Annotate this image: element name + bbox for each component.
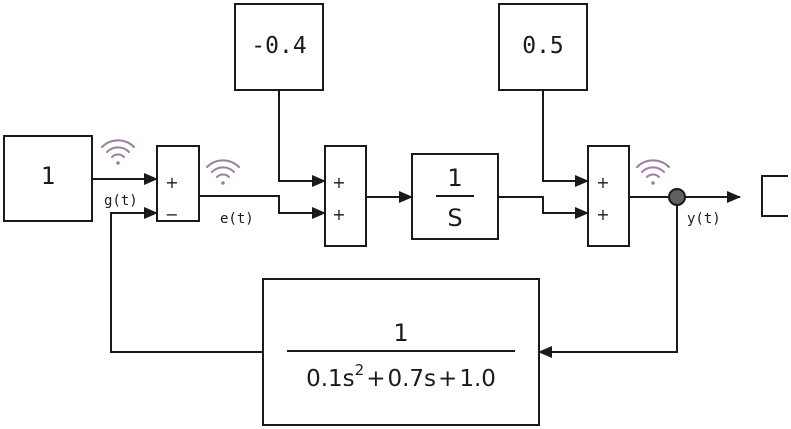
- feedback-transfer-block: 1 0.1s2+0.7s+1.0: [262, 278, 540, 426]
- signal-label-e: e(t): [220, 211, 254, 227]
- line-sum1-to-sum2: [199, 195, 326, 219]
- integrator-block: 1 S: [411, 153, 499, 240]
- signal-log-icon-e: [206, 159, 240, 185]
- den-const: 1.0: [459, 366, 496, 392]
- sum2-bottom-sign: +: [332, 205, 345, 224]
- source-constant-value: 1: [41, 162, 55, 190]
- sum-block-1: + −: [156, 145, 200, 224]
- den-s-coef: 0.7s: [387, 366, 436, 392]
- integrator-denominator: S: [447, 204, 462, 232]
- sum2-top-sign: +: [332, 173, 345, 192]
- line-output-to-feedback: [538, 197, 678, 358]
- line-integrator-to-sum3: [498, 196, 589, 219]
- feedback-return-line: [110, 207, 262, 353]
- line-const-a-to-sum2: [278, 90, 326, 187]
- signal-label-g: g(t): [104, 193, 138, 209]
- constant-block-a: -0.4: [234, 3, 324, 91]
- output-junction-dot: [668, 188, 686, 206]
- signal-log-icon-g: [101, 139, 135, 165]
- sum1-top-sign: +: [165, 173, 178, 192]
- signal-label-y: y(t): [687, 211, 721, 227]
- feedback-denominator: 0.1s2+0.7s+1.0: [306, 361, 496, 392]
- constant-block-b: 0.5: [498, 3, 588, 91]
- constant-a-value: -0.4: [251, 33, 306, 59]
- constant-b-value: 0.5: [522, 33, 564, 59]
- sum3-top-sign: +: [596, 173, 609, 192]
- den-exponent: 2: [355, 361, 365, 379]
- sum3-bottom-sign: +: [596, 205, 609, 224]
- line-const-b-to-sum3: [542, 90, 589, 187]
- sum-block-3: + +: [587, 145, 630, 247]
- den-plus-1: +: [366, 366, 385, 392]
- integrator-numerator: 1: [447, 164, 462, 192]
- sum1-bottom-sign: −: [165, 205, 178, 224]
- sum-block-2: + +: [324, 145, 367, 247]
- den-plus-2: +: [438, 366, 457, 392]
- signal-log-icon-y: [636, 159, 670, 185]
- source-constant-block: 1: [3, 135, 93, 222]
- feedback-numerator: 1: [393, 319, 408, 347]
- output-terminator: [761, 175, 788, 217]
- signal-lines: [92, 90, 741, 358]
- den-s2-coef: 0.1s: [306, 366, 355, 392]
